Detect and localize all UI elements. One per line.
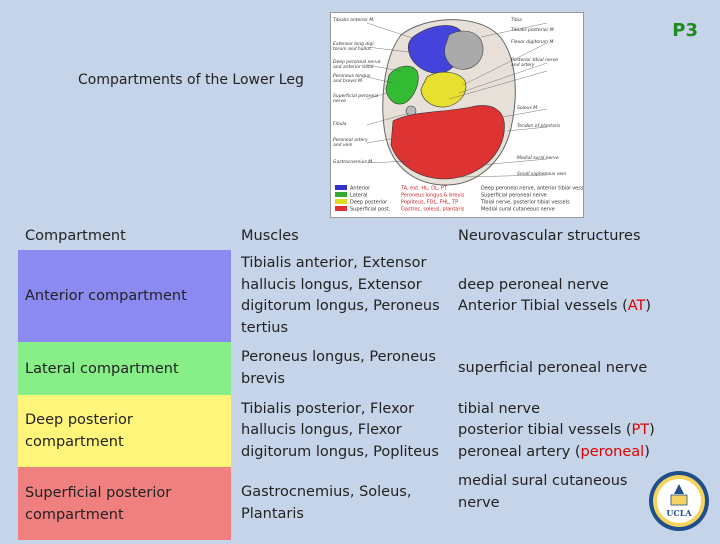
svg-text:Superficial peroneal nerve: Superficial peroneal nerve (481, 193, 547, 199)
muscles-text: Peroneus longus, Peroneus brevis (241, 349, 436, 387)
slide-title: Compartments of the Lower Leg (78, 72, 304, 88)
compartment-cell-anterior: Anterior compartment (18, 250, 231, 342)
compartment-name: Lateral compartment (25, 360, 179, 377)
svg-text:torum and halluc.: torum and halluc. (333, 46, 373, 52)
compartment-cell-superficial-posterior: Superficial posterior compartment (18, 467, 231, 540)
svg-text:Posterior tibial nerve: Posterior tibial nerve (511, 57, 558, 63)
svg-text:Small saphenous vein: Small saphenous vein (517, 171, 566, 177)
label-tibialis-anterior: Tibialis anterior M. (333, 17, 375, 23)
figure-legend: Anterior Lateral Deep posterior Superfic… (335, 185, 583, 213)
svg-text:Deep posterior: Deep posterior (350, 200, 388, 206)
neurovascular-cell: superficial peroneal nerve (458, 342, 668, 395)
cross-section-figure: Tibialis anterior M. Extensor long digi-… (330, 12, 584, 218)
svg-text:Medial sural nerve: Medial sural nerve (517, 155, 559, 161)
nv-line: tibial nerve (458, 400, 541, 417)
nv-line: peroneal artery (peroneal) (458, 443, 650, 460)
svg-text:Tibia: Tibia (511, 17, 522, 23)
svg-text:Flexor digitorum M.: Flexor digitorum M. (511, 39, 555, 45)
compartment-name: Anterior compartment (25, 288, 187, 304)
muscles-text: Gastrocnemius, Soleus, Plantaris (241, 484, 412, 522)
table-row-anterior: Anterior compartment Tibialis anterior, … (18, 250, 720, 342)
compartment-name: Superficial posterior compartment (25, 484, 172, 523)
muscles-cell: Tibialis anterior, Extensor hallucis lon… (241, 250, 451, 342)
leg-cross-section-diagram: Tibialis anterior M. Extensor long digi-… (331, 13, 583, 217)
compartment-cell-lateral: Lateral compartment (18, 342, 231, 395)
svg-text:and vein: and vein (333, 142, 353, 148)
svg-text:Superficial peroneal: Superficial peroneal (333, 93, 379, 99)
nv-line: posterior tibial vessels (PT) (458, 422, 655, 439)
nv-line: medial sural cutaneous nerve (458, 473, 628, 511)
svg-text:Peroneus longus: Peroneus longus (333, 73, 371, 79)
nv-line: Anterior Tibial vessels (AT) (458, 298, 652, 314)
svg-text:Peroneal artery: Peroneal artery (333, 137, 368, 143)
figure-labels-left: Tibialis anterior M. Extensor long digi-… (333, 17, 381, 165)
neurovascular-cell: deep peroneal nerve Anterior Tibial vess… (458, 250, 668, 342)
muscles-text: Tibialis posterior, Flexor hallucis long… (241, 400, 439, 460)
svg-text:TA, ext. HL, DL, PT: TA, ext. HL, DL, PT (400, 186, 448, 192)
table-row-superficial-posterior: Superficial posterior compartment Gastro… (18, 467, 720, 540)
svg-text:and brevis M.: and brevis M. (333, 78, 363, 84)
svg-text:Anterior: Anterior (350, 186, 371, 192)
svg-text:Deep peroneal nerve: Deep peroneal nerve (333, 59, 381, 65)
neurovascular-cell: medial sural cutaneous nerve (458, 467, 638, 544)
svg-text:Gastroc, soleus, plantaris: Gastroc, soleus, plantaris (401, 207, 465, 213)
header-compartment: Compartment (25, 228, 126, 244)
svg-text:UCLA: UCLA (666, 508, 692, 518)
slide-tag: P3 (672, 20, 698, 41)
header-muscles: Muscles (241, 228, 299, 244)
svg-text:Superficial post.: Superficial post. (350, 207, 391, 213)
svg-text:Tendon of plantaris: Tendon of plantaris (517, 123, 561, 129)
muscles-cell: Tibialis posterior, Flexor hallucis long… (241, 395, 451, 467)
muscles-text: Tibialis anterior, Extensor hallucis lon… (241, 255, 440, 336)
neurovascular-cell: tibial nerve posterior tibial vessels (P… (458, 395, 668, 467)
svg-text:and artery: and artery (511, 62, 535, 68)
svg-text:Deep peroneal nerve, anterior: Deep peroneal nerve, anterior tibial ves… (481, 186, 583, 192)
svg-text:Fibula: Fibula (333, 121, 347, 127)
muscles-cell: Gastrocnemius, Soleus, Plantaris (241, 467, 451, 540)
compartment-name: Deep posterior compartment (25, 412, 133, 450)
svg-text:Lateral: Lateral (350, 193, 367, 199)
svg-text:Popliteus, FDL, FHL, TP: Popliteus, FDL, FHL, TP (401, 200, 458, 206)
figure-labels-right: Tibia Tibialis posterior M. Flexor digit… (511, 17, 566, 177)
nv-line: superficial peroneal nerve (458, 359, 648, 376)
header-neurovascular: Neurovascular structures (458, 228, 641, 244)
svg-text:Tibialis posterior M.: Tibialis posterior M. (511, 27, 555, 33)
svg-text:Soleus M.: Soleus M. (517, 105, 539, 111)
muscles-cell: Peroneus longus, Peroneus brevis (241, 342, 451, 395)
compartment-cell-deep-posterior: Deep posterior compartment (18, 395, 231, 467)
label-extensor: Extensor long digi- (333, 41, 376, 47)
nv-line: deep peroneal nerve (458, 276, 609, 293)
svg-text:Gastrocnemius M.: Gastrocnemius M. (333, 159, 374, 165)
svg-text:Peroneus longus & brevis: Peroneus longus & brevis (401, 193, 465, 199)
svg-text:Tibial nerve, posterior tibial: Tibial nerve, posterior tibial vessels (480, 200, 570, 206)
ucla-seal-logo: UCLA (648, 470, 710, 532)
table-row-lateral: Lateral compartment Peroneus longus, Per… (18, 342, 720, 395)
svg-text:nerve: nerve (333, 98, 346, 104)
table-row-deep-posterior: Deep posterior compartment Tibialis post… (18, 395, 720, 467)
svg-text:Medial sural cutaneous nerve: Medial sural cutaneous nerve (481, 207, 555, 213)
svg-text:and anterior tibial: and anterior tibial (333, 64, 374, 70)
